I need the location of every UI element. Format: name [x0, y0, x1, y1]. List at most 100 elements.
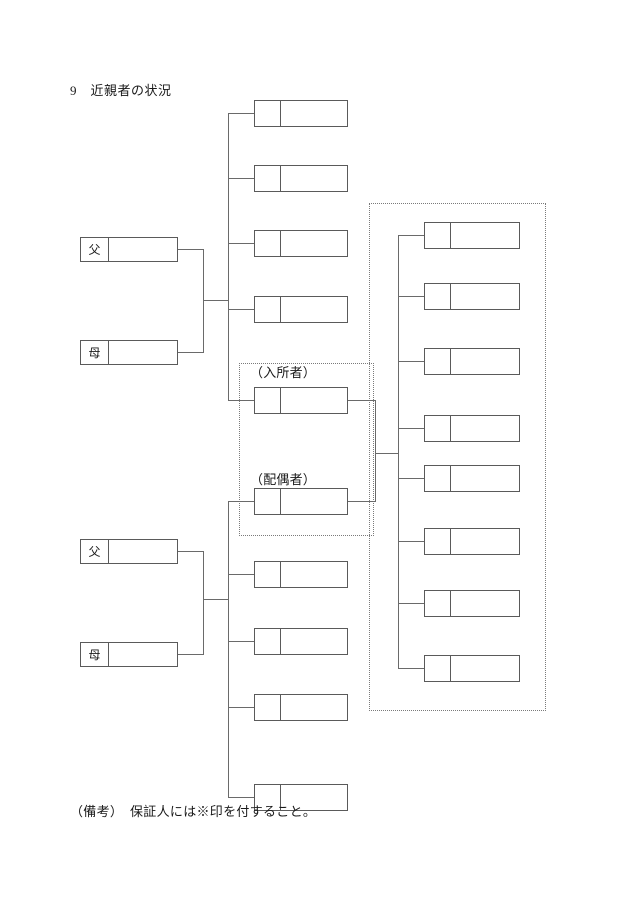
box-value[interactable] — [281, 101, 347, 126]
box-value[interactable] — [281, 489, 347, 514]
connector-spouse-couple-stub — [348, 501, 375, 502]
connector-child-2-stub — [398, 296, 424, 297]
box-lower-child-3[interactable] — [254, 694, 348, 721]
box-label — [425, 349, 451, 374]
box-label — [255, 695, 281, 720]
box-label: 父 — [81, 238, 109, 261]
box-value[interactable] — [451, 223, 519, 248]
connector-lower-father-stub — [178, 551, 203, 552]
connector-lower-child-3-stub — [228, 707, 254, 708]
box-child-2[interactable] — [424, 283, 520, 310]
connector-child-7-stub — [398, 603, 424, 604]
connector-lower-mother-stub — [178, 654, 203, 655]
connector-upper-child-2-stub — [228, 178, 254, 179]
box-value[interactable] — [281, 166, 347, 191]
box-lower-child-4[interactable] — [254, 784, 348, 811]
connector-child-8-stub — [398, 668, 424, 669]
box-value[interactable] — [451, 529, 519, 554]
connector-lower-parents-to-children — [203, 599, 228, 600]
connector-couple-spine — [375, 400, 376, 502]
box-value[interactable] — [451, 591, 519, 616]
box-label — [255, 297, 281, 322]
box-value[interactable] — [451, 349, 519, 374]
connector-resident-couple-stub — [348, 400, 375, 401]
box-label — [425, 591, 451, 616]
resident-group-label: （入所者） — [250, 365, 317, 380]
box-value[interactable] — [109, 643, 177, 666]
connector-child-5-stub — [398, 478, 424, 479]
resident-spouse-group-outline — [239, 363, 374, 536]
connector-upper-children-spine — [228, 113, 229, 400]
box-value[interactable] — [281, 695, 347, 720]
box-label — [255, 166, 281, 191]
box-label: 母 — [81, 643, 109, 666]
box-value[interactable] — [109, 341, 177, 364]
connector-child-3-stub — [398, 361, 424, 362]
box-value[interactable] — [451, 656, 519, 681]
children-group-outline — [369, 203, 546, 711]
connector-lower-children-spine — [228, 501, 229, 798]
box-label — [255, 629, 281, 654]
box-spouse-mother[interactable]: 母 — [80, 642, 178, 667]
box-upper-child-2[interactable] — [254, 165, 348, 192]
connector-upper-child-1-stub — [228, 113, 254, 114]
box-upper-child-3[interactable] — [254, 230, 348, 257]
box-value[interactable] — [281, 297, 347, 322]
box-spouse[interactable] — [254, 488, 348, 515]
box-child-5[interactable] — [424, 465, 520, 492]
box-label: 父 — [81, 540, 109, 563]
connector-upper-father-stub — [178, 249, 203, 250]
box-label — [425, 466, 451, 491]
box-value[interactable] — [451, 466, 519, 491]
connector-upper-mother-stub — [178, 352, 203, 353]
box-child-6[interactable] — [424, 528, 520, 555]
box-upper-child-1[interactable] — [254, 100, 348, 127]
connector-upper-parents-to-children — [203, 300, 228, 301]
box-child-3[interactable] — [424, 348, 520, 375]
box-label: 母 — [81, 341, 109, 364]
box-label — [425, 223, 451, 248]
connector-couple-to-children — [375, 453, 398, 454]
connector-upper-child-4-stub — [228, 309, 254, 310]
connector-child-4-stub — [398, 428, 424, 429]
box-value[interactable] — [109, 238, 177, 261]
connector-upper-child-3-stub — [228, 243, 254, 244]
connector-lower-child-4-stub — [228, 797, 254, 798]
connector-upper-parents-spine — [203, 249, 204, 353]
box-label — [425, 284, 451, 309]
box-spouse-father[interactable]: 父 — [80, 539, 178, 564]
box-lower-child-1[interactable] — [254, 561, 348, 588]
box-label — [255, 388, 281, 413]
box-resident-mother[interactable]: 母 — [80, 340, 178, 365]
box-label — [425, 656, 451, 681]
box-value[interactable] — [109, 540, 177, 563]
box-child-7[interactable] — [424, 590, 520, 617]
box-label — [255, 562, 281, 587]
box-lower-child-2[interactable] — [254, 628, 348, 655]
box-resident[interactable] — [254, 387, 348, 414]
box-label — [425, 529, 451, 554]
connector-lower-parents-spine — [203, 551, 204, 655]
connector-resident-stub — [228, 400, 254, 401]
connector-child-6-stub — [398, 541, 424, 542]
box-resident-father[interactable]: 父 — [80, 237, 178, 262]
page-title: 9 近親者の状況 — [70, 83, 172, 98]
spouse-group-label: （配偶者） — [250, 472, 317, 487]
box-value[interactable] — [281, 629, 347, 654]
connector-lower-child-2-stub — [228, 641, 254, 642]
box-value[interactable] — [281, 231, 347, 256]
box-value[interactable] — [281, 388, 347, 413]
box-child-1[interactable] — [424, 222, 520, 249]
box-upper-child-4[interactable] — [254, 296, 348, 323]
box-value[interactable] — [451, 284, 519, 309]
box-label — [425, 416, 451, 441]
connector-children-spine — [398, 235, 399, 669]
box-value[interactable] — [451, 416, 519, 441]
box-child-4[interactable] — [424, 415, 520, 442]
box-label — [255, 101, 281, 126]
connector-child-1-stub — [398, 235, 424, 236]
box-value[interactable] — [281, 562, 347, 587]
box-label — [255, 231, 281, 256]
box-child-8[interactable] — [424, 655, 520, 682]
